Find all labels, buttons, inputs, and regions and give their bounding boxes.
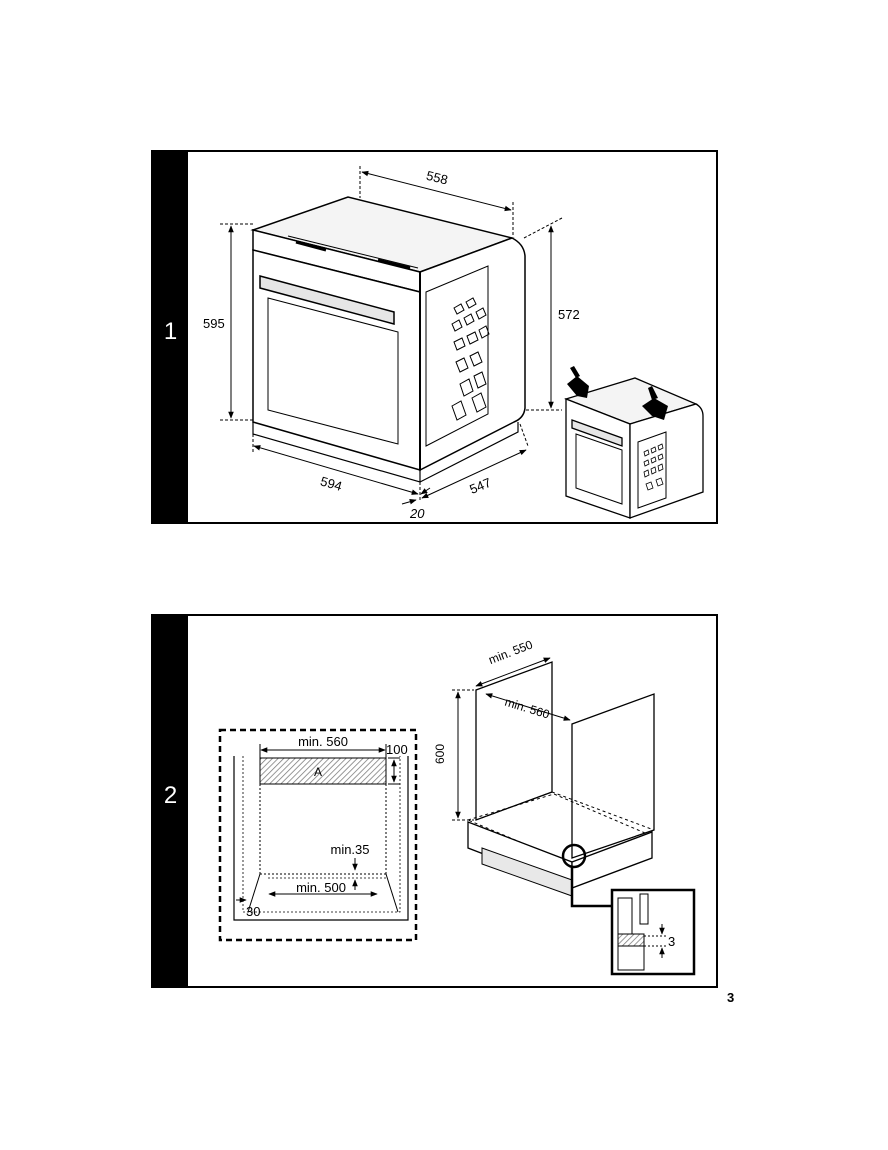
figure-2-panel: 2 min. 560 <box>151 614 718 988</box>
dimension-572: 572 <box>523 217 580 411</box>
dimension-547-label: 547 <box>467 475 493 497</box>
dimension-30-label: 30 <box>246 904 260 919</box>
oven-dimensions-drawing: 558 595 572 594 547 <box>203 166 704 521</box>
page-number: 3 <box>727 990 735 1005</box>
area-a-label: A <box>314 765 322 779</box>
dimension-594-label: 594 <box>319 473 344 493</box>
ventilation-area-a <box>259 757 387 785</box>
detail-callout <box>561 843 696 976</box>
min-500-label: min. 500 <box>296 880 346 895</box>
dimension-20: 20 <box>401 487 431 521</box>
side-vent-pattern <box>451 297 490 421</box>
lifting-hand-right-icon <box>642 386 668 420</box>
dimension-595: 595 <box>203 223 254 421</box>
figure-number: 2 <box>163 782 178 809</box>
dimension-595-label: 595 <box>203 316 225 331</box>
figure-1-panel: 1 <box>151 150 718 524</box>
figure-number-strip: 1 <box>153 152 188 522</box>
dimension-558: 558 <box>359 166 514 236</box>
dimension-3-label: 3 <box>668 934 675 949</box>
min-560-label: min. 560 <box>298 734 348 749</box>
oven-illustration <box>250 196 526 483</box>
dimension-20-label: 20 <box>409 506 425 521</box>
figure-number-strip: 2 <box>153 616 188 986</box>
lifting-hand-left-icon <box>567 366 589 398</box>
dimension-594: 594 <box>252 434 421 502</box>
figure-number: 1 <box>163 318 178 345</box>
dimension-558-label: 558 <box>425 168 450 188</box>
small-oven-illustration <box>564 377 704 519</box>
dimension-572-label: 572 <box>558 307 580 322</box>
cabinet-illustration <box>466 661 655 897</box>
front-cutout-view: min. 560 100 A min.35 min. 500 30 <box>218 728 418 942</box>
dimension-100-label: 100 <box>386 742 408 757</box>
min-35-label: min.35 <box>330 842 369 857</box>
dimension-600-label: 600 <box>433 744 447 764</box>
installation-dimensions-drawing: min. 560 100 A min.35 min. 500 30 <box>218 637 696 976</box>
min-550-label: min. 550 <box>487 637 535 667</box>
